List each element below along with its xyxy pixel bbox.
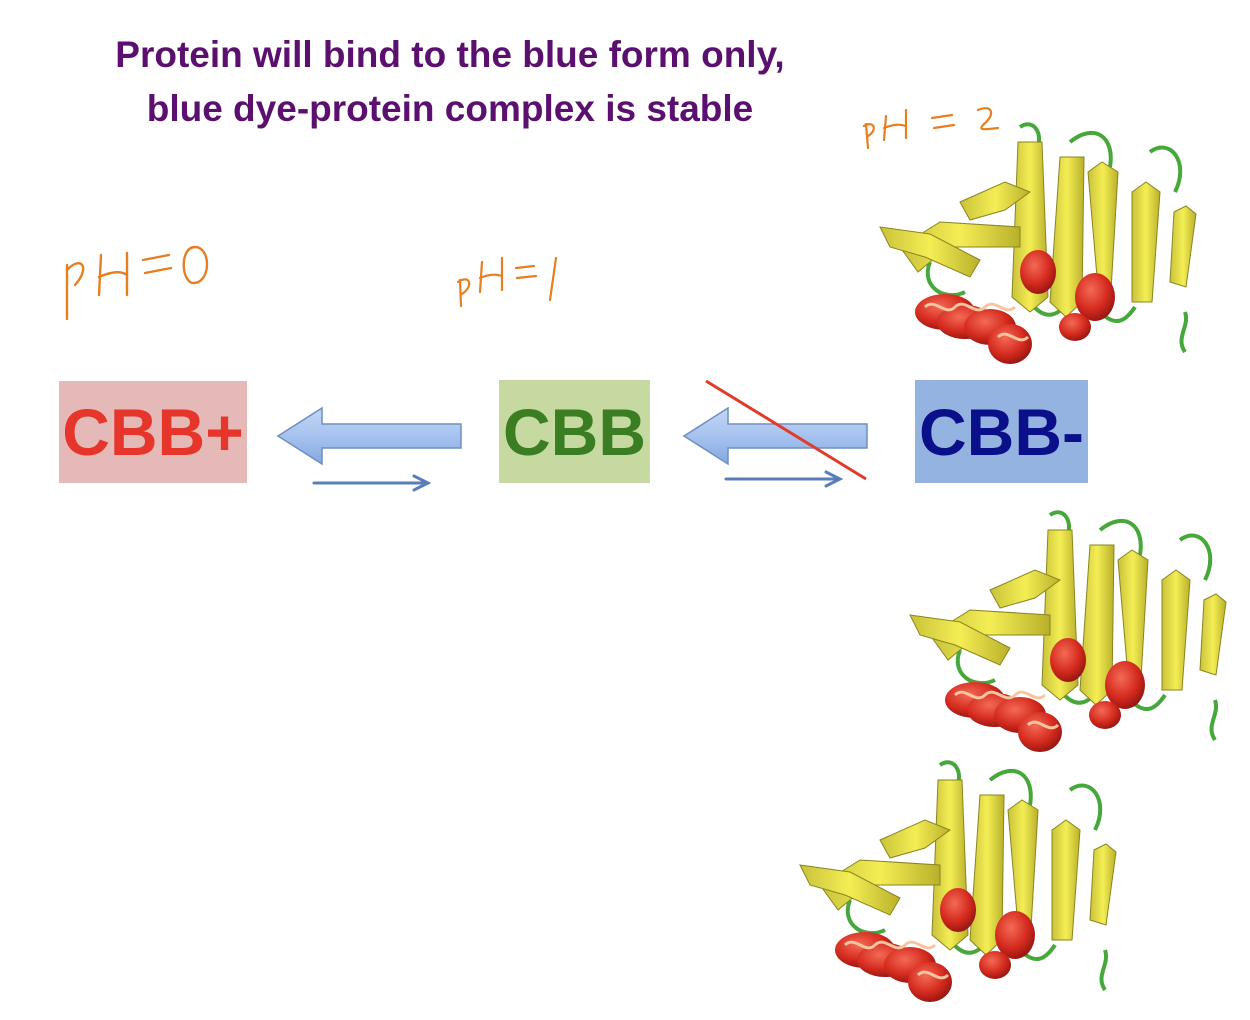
form-box-cbb-plus: CBB+: [59, 381, 247, 483]
thin-arrow-right-1: [312, 474, 432, 492]
form-box-cbb: CBB: [499, 380, 650, 483]
form-label-cbb-plus: CBB+: [62, 395, 244, 469]
title-line-1: Protein will bind to the blue form only,: [115, 34, 785, 75]
annotation-ph-1: [456, 256, 558, 308]
form-label-cbb: CBB: [503, 394, 646, 469]
title-line-2: blue dye-protein complex is stable: [146, 88, 754, 129]
annotation-ph-2: [862, 107, 1000, 150]
annotation-ph-0: [65, 245, 209, 321]
big-arrow-left-2: [682, 406, 868, 466]
protein-ribbon-icon-3: [798, 760, 1118, 1004]
form-box-cbb-minus: CBB-: [915, 380, 1088, 483]
form-label-cbb-minus: CBB-: [919, 394, 1084, 469]
protein-ribbon-icon-2: [908, 510, 1228, 754]
protein-ribbon-icon-1: [878, 122, 1198, 366]
thin-arrow-right-2: [724, 470, 844, 488]
strike-line: [705, 379, 867, 481]
page-title: Protein will bind to the blue form only,…: [40, 28, 860, 136]
big-arrow-left-1: [276, 406, 462, 466]
